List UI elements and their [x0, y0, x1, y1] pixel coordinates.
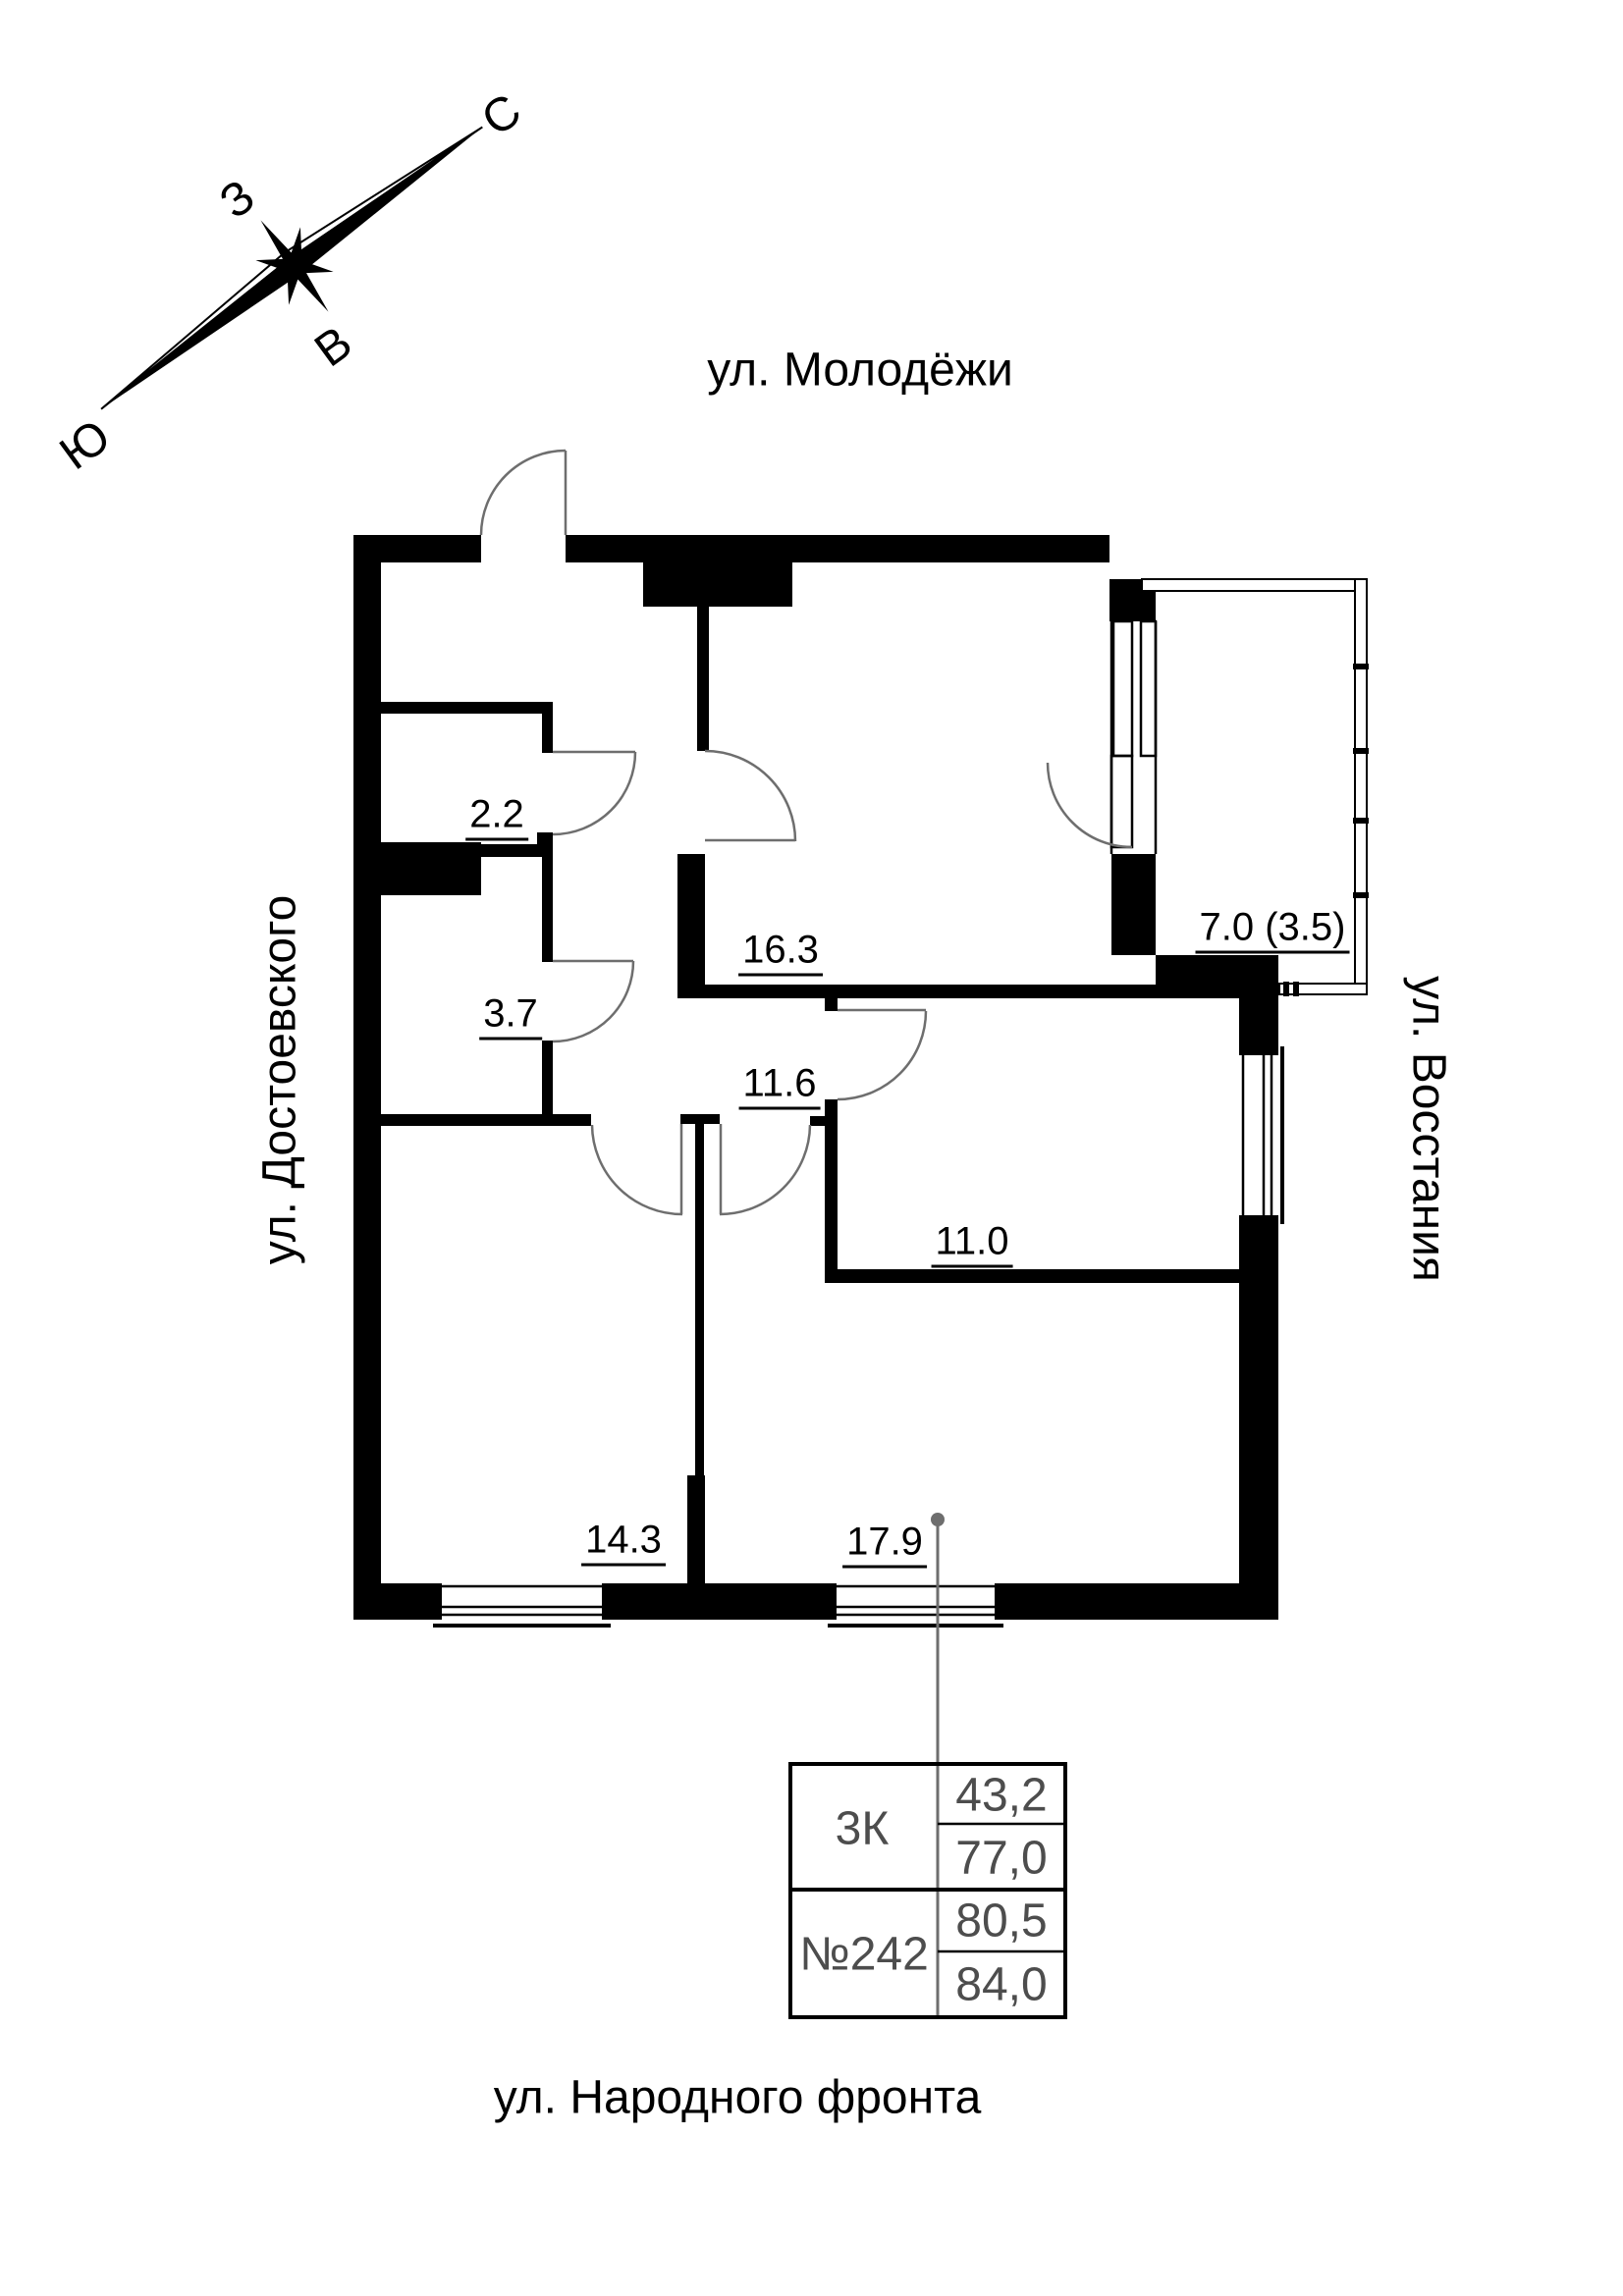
wall-right-exterior	[1239, 955, 1278, 1620]
wall-room-divider-thick	[687, 1475, 705, 1583]
compass-north-label: С	[472, 84, 530, 146]
wall-entry-header-block	[643, 562, 792, 607]
wall-hall-door-header	[680, 1114, 720, 1124]
street-label-right: ул. Восстания	[1402, 976, 1455, 1282]
balcony-window-wall	[1109, 619, 1158, 854]
compass-east-label: В	[305, 317, 361, 378]
compass-rose	[100, 126, 483, 410]
leader	[931, 1513, 945, 2015]
wall-living-left-lower	[677, 854, 705, 998]
street-label-left: ул. Достоевского	[253, 894, 306, 1265]
wall-bathroom-right-upper	[542, 857, 553, 962]
table-area-coefficient: 80,5	[955, 1895, 1048, 1948]
wall-closet-bathroom-block	[353, 842, 481, 895]
balcony-mullions	[1283, 664, 1369, 996]
wall-living-left-upper	[697, 607, 709, 751]
compass-star	[248, 220, 341, 312]
kitchen-door	[719, 1124, 812, 1216]
room-area-bedroom-small: 11.0	[931, 1222, 1013, 1268]
table-area-no-balcony: 77,0	[955, 1832, 1048, 1885]
wall-bedroom-small-left	[825, 1099, 838, 1283]
room-area-kitchen: 17.9	[842, 1522, 927, 1569]
table-apartment-number: №242	[799, 1928, 929, 1981]
compass-south-label: Ю	[51, 410, 120, 480]
wall-top-left-of-entrance	[353, 535, 481, 562]
balcony-rail-bottom	[1278, 983, 1368, 995]
wall-closet-right-upper	[542, 714, 553, 753]
table-area-total: 84,0	[955, 1958, 1048, 2011]
table-rooms-label: 3К	[835, 1802, 890, 1855]
balcony-door-arc	[1046, 762, 1133, 849]
compass-west-label: З	[211, 170, 265, 229]
entrance-door	[479, 449, 568, 536]
table-living-area: 43,2	[955, 1769, 1048, 1822]
room-area-balcony: 7.0 (3.5)	[1195, 908, 1350, 954]
bathroom-door	[552, 959, 635, 1043]
wall-bedroom-small-bottom	[825, 1269, 1239, 1283]
street-label-top: ул. Молодёжи	[707, 344, 1013, 397]
wall-left-exterior	[353, 535, 381, 1620]
balcony-window-leaf	[1139, 619, 1158, 758]
wall-top-exterior	[566, 535, 1109, 562]
bedroom-small-door	[837, 1008, 928, 1101]
wall-bathroom-right-lower	[542, 1041, 553, 1126]
doors-group	[479, 449, 1133, 1216]
room-area-living-room: 16.3	[738, 931, 823, 977]
wall-bedroom-door-stub	[825, 998, 838, 1011]
street-label-bottom: ул. Народного фронта	[493, 2071, 982, 2124]
living-room-door	[704, 749, 797, 842]
window-kitchen	[828, 1583, 1003, 1628]
window-bedroom-left	[433, 1583, 611, 1628]
wall-hall-bottom-right-stub	[810, 1116, 838, 1126]
room-area-closet: 2.2	[465, 795, 528, 841]
info-table-frame	[788, 1762, 1067, 2019]
wall-hall-bottom-left	[381, 1114, 591, 1126]
bedroom-left-door	[590, 1124, 683, 1216]
wall-living-bottom	[677, 985, 1278, 998]
room-area-hall: 11.6	[738, 1064, 821, 1110]
balcony-rail-right	[1354, 578, 1368, 995]
balcony-glazing	[1141, 578, 1368, 995]
balcony-rail-top	[1141, 578, 1368, 592]
window-bedroom-small	[1239, 1046, 1284, 1224]
wall-closet-top	[381, 702, 553, 714]
room-area-bathroom: 3.7	[479, 994, 542, 1041]
wall-room-divider-thin	[695, 1124, 704, 1475]
room-area-bedroom-left: 14.3	[581, 1521, 666, 1567]
wall-bathroom-top	[481, 844, 553, 857]
closet-door	[552, 750, 637, 836]
wall-balcony-inner-lower	[1111, 854, 1156, 955]
